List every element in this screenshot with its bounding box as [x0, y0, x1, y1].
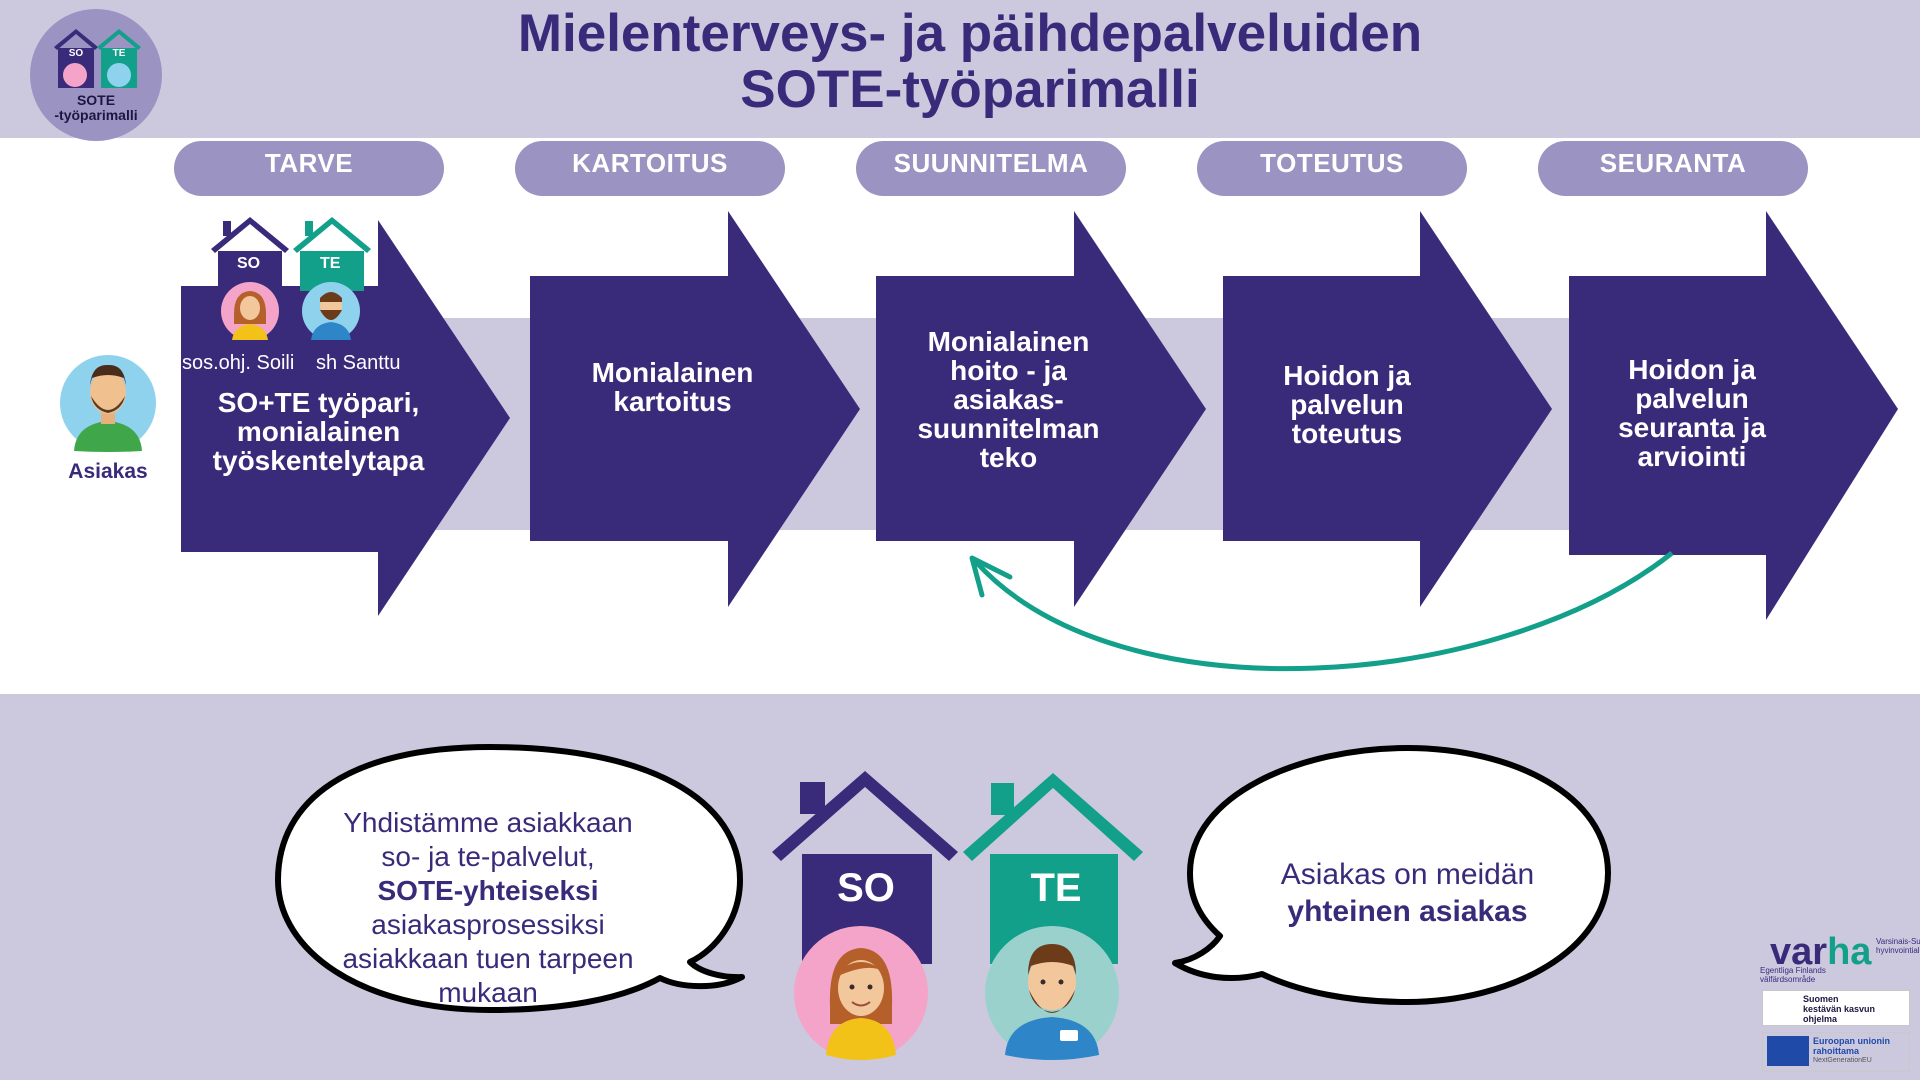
varha-caption-line: Egentliga Finlands — [1760, 966, 1826, 975]
arrow-text-line: SO+TE työpari, — [217, 387, 420, 418]
soili-avatar-small — [221, 282, 279, 340]
eu-subline: NextGenerationEU — [1813, 1057, 1872, 1064]
recovery-program-text: Suomen kestävän kasvun ohjelma — [1803, 994, 1875, 1024]
bubble-right-text: Asiakas on meidän yhteinen asiakas — [1245, 856, 1570, 930]
arrow-text-line: suunnitelman — [917, 413, 1100, 444]
logo-houses-graphic: SO TE — [54, 29, 141, 88]
asiakas-label: Asiakas — [68, 460, 148, 483]
stage-pill-seuranta: SEURANTA — [1538, 141, 1808, 196]
arrow-seuranta — [1569, 211, 1898, 620]
so-house-large-label: SO — [837, 866, 895, 910]
bubble-left-line-bold: SOTE-yhteiseksi — [377, 875, 599, 906]
arrow-text-line: arviointi — [1637, 441, 1747, 472]
eu-funding-text: Euroopan unionin rahoittama NextGenerati… — [1813, 1036, 1890, 1066]
stage-pill-kartoitus: KARTOITUS — [515, 141, 785, 196]
varha-logo: varha — [1770, 932, 1871, 972]
arrow-text-toteutus: Hoidon ja palvelun toteutus — [1223, 361, 1471, 448]
arrow-text-line: teko — [979, 442, 1038, 473]
eu-flag-icon — [1767, 1036, 1809, 1066]
bubble-left-line: mukaan — [438, 977, 538, 1008]
arrow-text-tarve: SO+TE työpari, monialainen työskentelyta… — [181, 388, 456, 475]
arrow-text-line: Monialainen — [927, 326, 1090, 357]
so-house-small — [211, 217, 289, 291]
te-house-large-label: TE — [1030, 866, 1082, 910]
bubble-left-line: asiakkaan tuen tarpeen — [342, 943, 634, 974]
arrow-text-line: työskentelytapa — [212, 445, 425, 476]
logo-te-text: TE — [113, 48, 126, 59]
logo-text: SOTE -työparimalli — [30, 93, 162, 123]
arrow-suunnitelma — [876, 211, 1206, 607]
te-house-label: TE — [320, 255, 341, 272]
logo-text-line-1: SOTE — [76, 92, 116, 108]
varha-caption-line: Varsinais-Suomen — [1876, 937, 1920, 946]
arrow-toteutus — [1223, 211, 1552, 607]
arrow-text-line: Monialainen — [591, 357, 754, 388]
stage-pill-tarve: TARVE — [174, 141, 444, 196]
stage-pill-suunnitelma: SUUNNITELMA — [856, 141, 1126, 196]
asiakas-avatar — [60, 355, 156, 452]
recovery-line: Suomen — [1803, 994, 1839, 1004]
varha-caption-right: Varsinais-Suomen hyvinvointialue — [1876, 937, 1920, 955]
page-title: Mielenterveys- ja päihdepalveluiden SOTE… — [330, 6, 1610, 118]
arrow-text-line: hoito - ja — [950, 355, 1067, 386]
arrow-text-line: Hoidon ja — [1628, 354, 1756, 385]
speech-bubble-right — [1172, 745, 1611, 1005]
feedback-curve-arrow — [974, 551, 1674, 671]
varha-caption-left: Egentliga Finlands välfärdsområde — [1760, 966, 1826, 984]
title-line-1: Mielenterveys- ja päihdepalveluiden — [517, 4, 1423, 63]
bubble-right-line: Asiakas on meidän — [1280, 858, 1535, 891]
arrow-text-line: monialainen — [236, 416, 401, 447]
varha-logo-part-2: ha — [1827, 931, 1872, 973]
bubble-left-text: Yhdistämme asiakkaan so- ja te-palvelut,… — [318, 806, 658, 1010]
arrow-text-suunnitelma: Monialainen hoito - ja asiakas- suunnite… — [876, 327, 1141, 472]
arrow-kartoitus — [530, 211, 860, 607]
arrow-text-line: palvelun — [1635, 383, 1749, 414]
arrow-text-line: palvelun — [1290, 389, 1404, 420]
arrow-text-line: kartoitus — [613, 386, 732, 417]
santtu-avatar-small — [302, 282, 360, 340]
worker-name-santtu: sh Santtu — [316, 352, 401, 374]
arrow-text-kartoitus: Monialainen kartoitus — [530, 358, 815, 416]
recovery-program-logo: Suomen kestävän kasvun ohjelma — [1762, 990, 1910, 1026]
logo-text-line-2: -työparimalli — [54, 107, 138, 123]
varha-caption-line: hyvinvointialue — [1876, 946, 1920, 955]
varha-caption-line: välfärdsområde — [1760, 975, 1816, 984]
stage-pill-toteutus: TOTEUTUS — [1197, 141, 1467, 196]
arrow-text-seuranta: Hoidon ja palvelun seuranta ja arviointi — [1569, 355, 1815, 471]
recovery-line: kestävän kasvun — [1803, 1004, 1876, 1014]
arrow-text-line: toteutus — [1291, 418, 1403, 449]
so-house-label: SO — [237, 255, 261, 272]
worker-name-soili: sos.ohj. Soili — [182, 352, 295, 374]
feedback-arrow-head — [969, 555, 1013, 598]
bubble-left-line: so- ja te-palvelut, — [381, 841, 595, 872]
sote-logo: SO TE SOTE -työparimalli — [30, 9, 162, 141]
title-line-2: SOTE-työparimalli — [740, 60, 1200, 119]
arrow-text-line: asiakas- — [953, 384, 1064, 415]
title-band — [0, 0, 1920, 138]
soili-avatar-large — [794, 926, 928, 1060]
arrow-text-line: seuranta ja — [1618, 412, 1766, 443]
eu-funding-logo: Euroopan unionin rahoittama NextGenerati… — [1762, 1032, 1910, 1072]
speech-bubble-left — [275, 744, 745, 1013]
arrow-text-line: Hoidon ja — [1283, 360, 1411, 391]
bubble-right-line-bold: yhteinen asiakas — [1287, 895, 1528, 928]
bubble-left-line: asiakasprosessiksi — [371, 909, 605, 940]
logo-so-text: SO — [69, 48, 84, 59]
recovery-line: ohjelma — [1803, 1014, 1838, 1024]
santtu-avatar-large — [985, 926, 1119, 1060]
varha-logo-part-1: var — [1770, 931, 1828, 973]
te-house-small — [293, 217, 371, 291]
eu-line: Euroopan unionin — [1813, 1036, 1890, 1046]
eu-line: rahoittama — [1813, 1046, 1860, 1056]
bubble-left-line: Yhdistämme asiakkaan — [343, 807, 633, 838]
